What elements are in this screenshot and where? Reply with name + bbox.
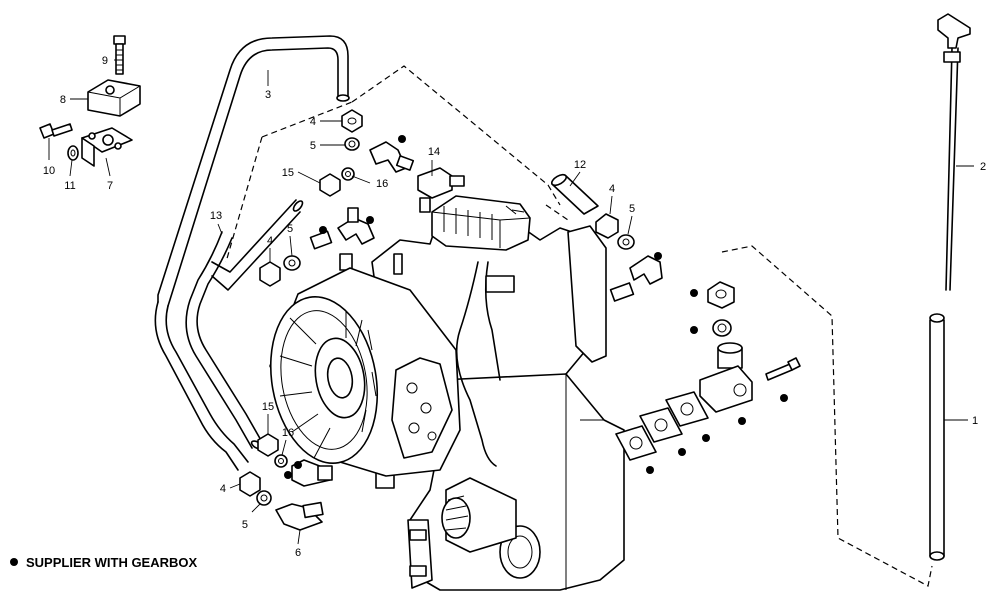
callout-5-left: 5 xyxy=(287,223,293,235)
legend-dot xyxy=(10,558,18,566)
callout-5-top: 5 xyxy=(310,140,316,152)
dipstick-2 xyxy=(937,13,971,291)
callout-4-left: 4 xyxy=(267,235,273,247)
callout-3: 3 xyxy=(265,89,271,101)
ferrule-5-top xyxy=(344,137,360,151)
callout-15-bottom: 15 xyxy=(262,401,274,413)
ferrule-5-right xyxy=(617,234,635,250)
nut-4-right xyxy=(595,213,619,239)
callout-labels: 9 8 3 4 5 14 15 16 12 4 5 10 11 7 13 4 5… xyxy=(43,55,986,559)
elbow-fitting-right xyxy=(609,255,663,302)
nut-4-bottom xyxy=(239,471,261,497)
elbow-fitting-6 xyxy=(275,501,324,531)
callout-7: 7 xyxy=(107,180,113,192)
callout-16-bottom: 16 xyxy=(282,427,294,439)
callout-5-right: 5 xyxy=(629,203,635,215)
ferrule-5-left xyxy=(283,255,301,271)
oil-hose-3 xyxy=(154,35,350,471)
callout-5-bottom: 5 xyxy=(242,519,248,531)
nut-right-lower xyxy=(707,281,735,309)
callout-14: 14 xyxy=(428,146,440,158)
callout-10: 10 xyxy=(43,165,55,177)
callout-2: 2 xyxy=(980,161,986,173)
callout-leaders xyxy=(48,59,974,545)
dipstick-group-outline xyxy=(721,245,933,587)
supplier-dots xyxy=(284,135,788,479)
hose-piece-12 xyxy=(550,173,599,215)
elbow-fitting-left xyxy=(309,207,375,271)
elbow-fitting-top xyxy=(369,141,415,173)
tee-fitting-14 xyxy=(417,167,465,213)
bolt-right xyxy=(765,357,801,381)
callout-15-top: 15 xyxy=(282,167,294,179)
callout-11: 11 xyxy=(64,180,75,192)
callout-4-bottom: 4 xyxy=(220,483,226,495)
clamp-plate-7 xyxy=(81,127,133,167)
legend: SUPPLIER WITH GEARBOX xyxy=(10,555,198,570)
nut-4-top xyxy=(341,109,363,133)
ferrule-16-top xyxy=(341,167,355,181)
clamp-half-8 xyxy=(87,79,141,117)
callout-12: 12 xyxy=(574,159,586,171)
callout-8: 8 xyxy=(60,94,66,106)
legend-text: SUPPLIER WITH GEARBOX xyxy=(26,555,198,570)
nut-15-bottom xyxy=(257,433,279,457)
nut-4-left xyxy=(259,261,281,287)
callout-6: 6 xyxy=(295,547,301,559)
ferrule-right-lower xyxy=(712,319,732,337)
callout-9: 9 xyxy=(102,55,108,67)
bolt-10 xyxy=(39,123,73,139)
nut-15-top xyxy=(319,173,341,197)
ferrule-5-bottom xyxy=(256,490,272,506)
dipstick-tube-1 xyxy=(929,313,945,561)
washer-11 xyxy=(67,145,79,161)
callout-1: 1 xyxy=(972,415,978,427)
ferrule-16-bottom xyxy=(274,454,288,468)
oil-hose-13 xyxy=(185,199,304,450)
callout-4-top: 4 xyxy=(310,116,316,128)
elbow-connector-right xyxy=(699,342,753,413)
callout-4-right: 4 xyxy=(609,183,615,195)
callout-16-top: 16 xyxy=(376,178,388,190)
gasket-flanges xyxy=(615,391,709,461)
converter-bell xyxy=(269,267,461,477)
clamp-bolt-9 xyxy=(113,35,126,75)
callout-13: 13 xyxy=(210,210,222,222)
